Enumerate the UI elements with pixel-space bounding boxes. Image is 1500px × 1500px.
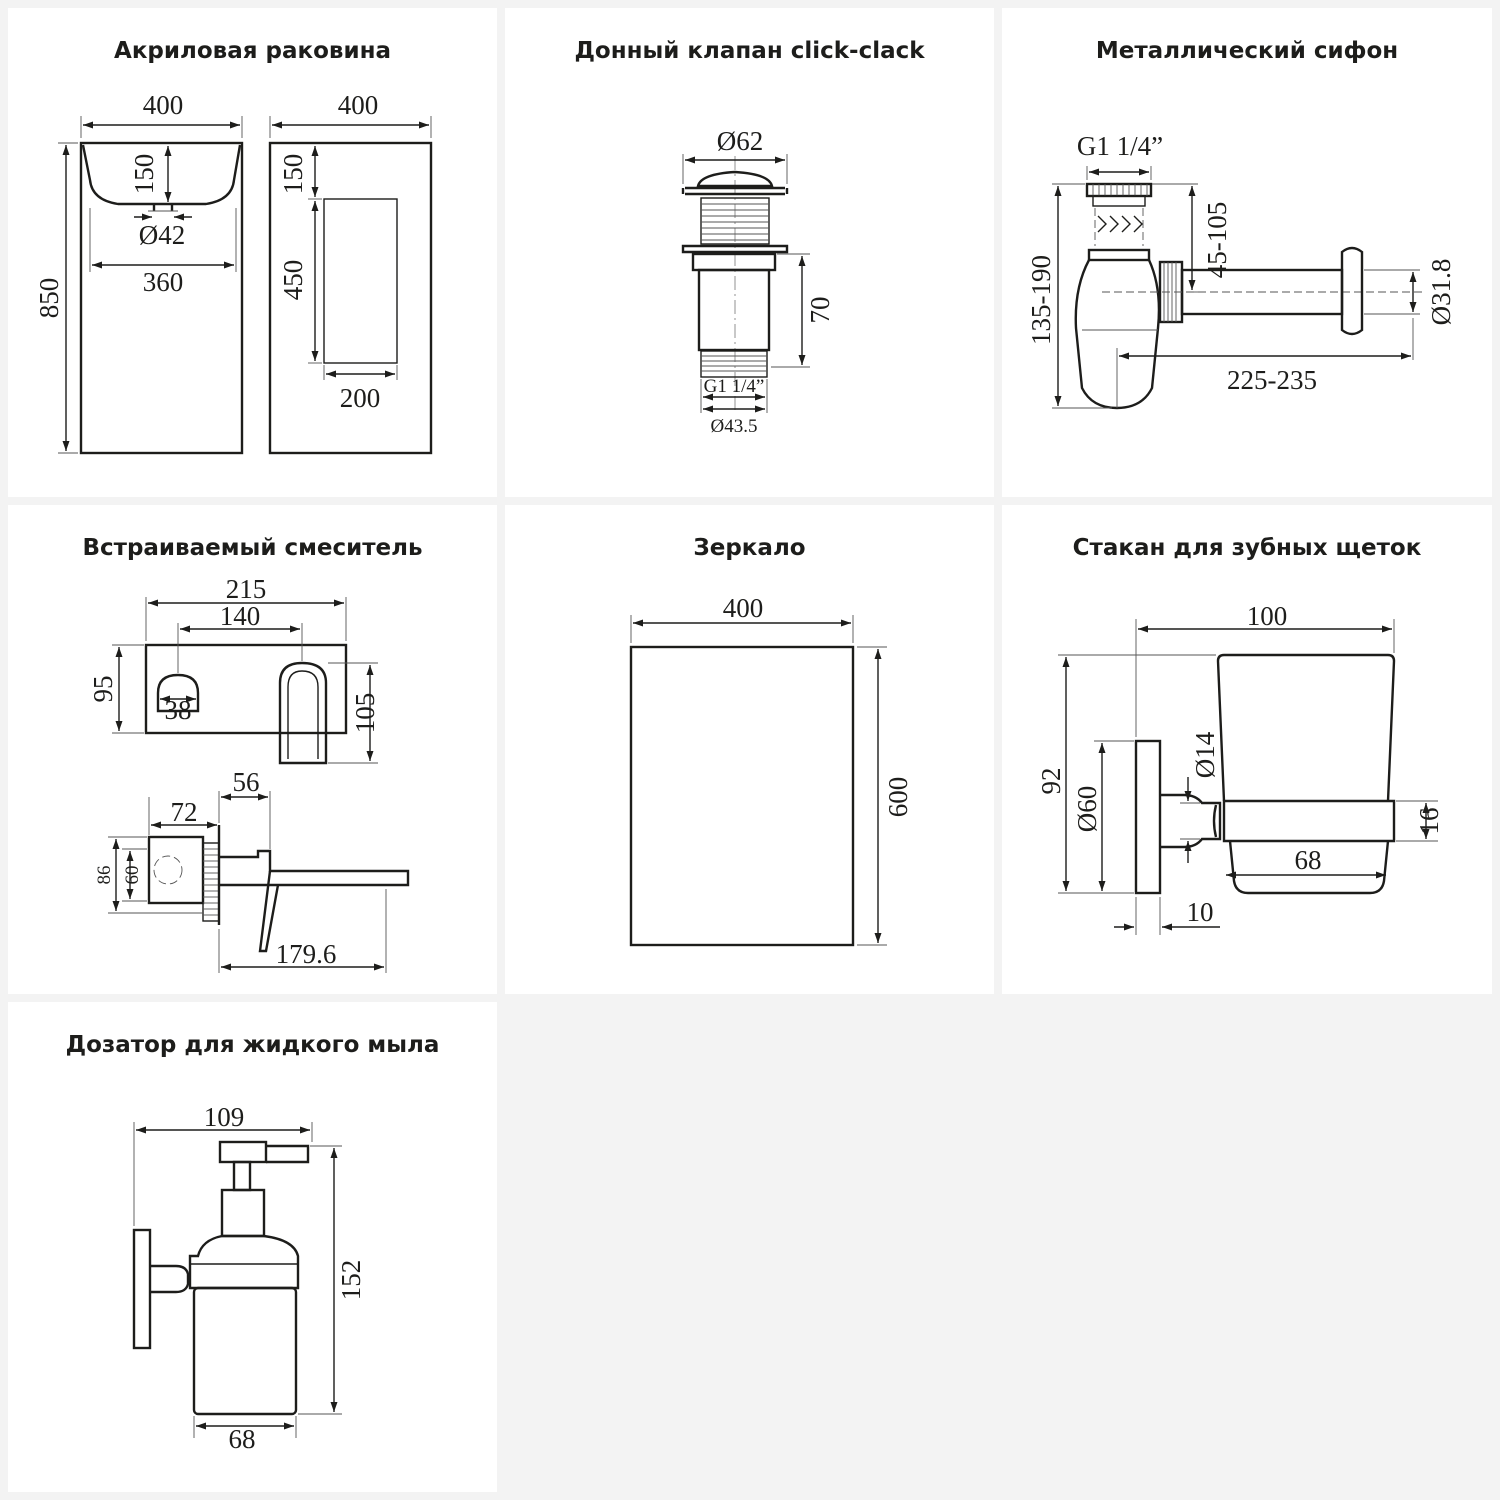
panel-title: Акриловая раковина [114, 38, 391, 64]
panel-title: Стакан для зубных щеток [1072, 535, 1422, 561]
dispenser-glass [192, 1286, 298, 1416]
cup-drawing: 100 92 Ø60 Ø14 16 68 10 [1036, 601, 1444, 935]
valve-spring [700, 197, 770, 245]
dim-height: 70 [805, 297, 835, 324]
dim-side-b: 72 [171, 797, 198, 827]
dim-cup-h: 92 [1036, 768, 1066, 795]
panel-soap-dispenser: Дозатор для жидкого мыла 109 152 68 [8, 1002, 497, 1492]
valve-drawing: Ø62 70 G1 1/4” Ø43.5 [681, 126, 835, 437]
dispenser-pump-top [218, 1140, 268, 1164]
dim-drain: Ø42 [139, 220, 186, 250]
dim-knob-w: 38 [165, 695, 192, 725]
dim-ring-h: 16 [1414, 808, 1444, 835]
siphon-extension [1097, 215, 1143, 233]
panel-toothbrush-cup: Стакан для зубных щеток 100 92 Ø60 Ø14 1… [1002, 505, 1492, 994]
panel-title: Зеркало [693, 535, 806, 561]
panel-siphon: Металлический сифон G1 1/4” [1002, 8, 1492, 497]
valve-flange [681, 244, 789, 254]
panel-drain-valve: Донный клапан click-clack Ø62 70 [505, 8, 994, 497]
dim-niche-h: 450 [278, 260, 308, 301]
dim-hole-dist: 140 [220, 601, 261, 631]
dispenser-arm [150, 1264, 190, 1294]
dim-disp-glass-w: 68 [229, 1424, 256, 1454]
cup-ring [1222, 799, 1396, 843]
dim-cup-w: 100 [1247, 601, 1288, 631]
sink-drawing: 400 850 150 Ø42 360 400 150 450 [34, 90, 433, 455]
panel-mirror: Зеркало 400 600 [505, 505, 994, 994]
valve-thread [700, 350, 768, 378]
dim-w-side: 400 [338, 90, 379, 120]
dim-thread: G1 1/4” [1077, 131, 1163, 161]
dim-pipe-d: Ø31.8 [1426, 259, 1456, 326]
mixer-handle [278, 661, 328, 765]
dispenser-neck [220, 1188, 266, 1238]
dim-handle-h: 105 [350, 693, 380, 734]
dispenser-rosette [132, 1228, 152, 1350]
dim-reach: 225-235 [1227, 365, 1317, 395]
mixer-plate [144, 643, 348, 735]
dim-disp-w: 109 [204, 1102, 245, 1132]
dim-plate-h: 95 [88, 676, 118, 703]
dim-range-h: 135-190 [1026, 255, 1056, 345]
mixer-spout [219, 849, 410, 887]
dim-mirror-h: 600 [883, 777, 913, 818]
cup-bottom [1228, 840, 1390, 895]
cup-rosette [1134, 739, 1162, 895]
cup-glass [1216, 653, 1396, 802]
mixer-knob [156, 673, 200, 713]
dispenser-drawing: 109 152 68 [132, 1102, 366, 1454]
dim-thread: G1 1/4” [704, 376, 765, 397]
dim-glass-w: 68 [1295, 845, 1322, 875]
dim-side-top: 150 [278, 154, 308, 195]
panel-title: Донный клапан click-clack [574, 38, 925, 64]
dim-arm-d: Ø14 [1190, 731, 1220, 778]
dim-h-total: 850 [34, 278, 64, 319]
mixer-drawing: 215 140 95 105 38 [88, 574, 410, 973]
dim-side-a: 56 [233, 767, 260, 797]
siphon-drawing: G1 1/4” 45-105 135-190 Ø31.8 225-235 [1026, 131, 1456, 410]
sink-niche [323, 198, 398, 364]
dispenser-nozzle [266, 1144, 310, 1164]
dim-disp-h: 152 [336, 1260, 366, 1301]
sink-bowl [81, 144, 242, 206]
dim-spout: 179.6 [276, 939, 337, 969]
valve-body [697, 268, 771, 352]
dim-niche-w: 200 [340, 383, 381, 413]
sink-front-outline [79, 141, 244, 455]
dim-thread-d: Ø43.5 [711, 416, 758, 437]
dispenser-shoulder [188, 1234, 300, 1290]
dim-cap-d: Ø62 [717, 126, 764, 156]
siphon-rosette [1340, 246, 1364, 336]
mirror-drawing: 400 600 [629, 593, 913, 947]
panel-title: Дозатор для жидкого мыла [65, 1032, 440, 1058]
panel-acrylic-sink: Акриловая раковина 400 850 150 Ø42 360 [8, 8, 497, 497]
dim-mirror-w: 400 [723, 593, 764, 623]
dim-rose-t: 10 [1187, 897, 1214, 927]
panel-title: Встраиваемый смеситель [82, 535, 423, 561]
dim-bowl-depth: 150 [129, 154, 159, 195]
dim-rose-d: Ø60 [1072, 786, 1102, 833]
panel-mixer: Встраиваемый смеситель 215 140 95 105 38 [8, 505, 497, 994]
dim-range-v: 45-105 [1202, 202, 1232, 279]
mixer-body-side [147, 835, 205, 905]
dim-w-front: 400 [143, 90, 184, 120]
panel-title: Металлический сифон [1095, 38, 1399, 64]
dim-inner-w: 360 [143, 267, 184, 297]
dim-plate-w: 215 [226, 574, 267, 604]
dim-flange-h: 60 [122, 866, 143, 885]
sink-side-outline [268, 141, 433, 455]
empty-area [505, 1002, 1492, 1492]
mirror-outline [629, 645, 855, 947]
valve-cap [696, 170, 774, 188]
dim-body-h: 86 [94, 866, 115, 885]
